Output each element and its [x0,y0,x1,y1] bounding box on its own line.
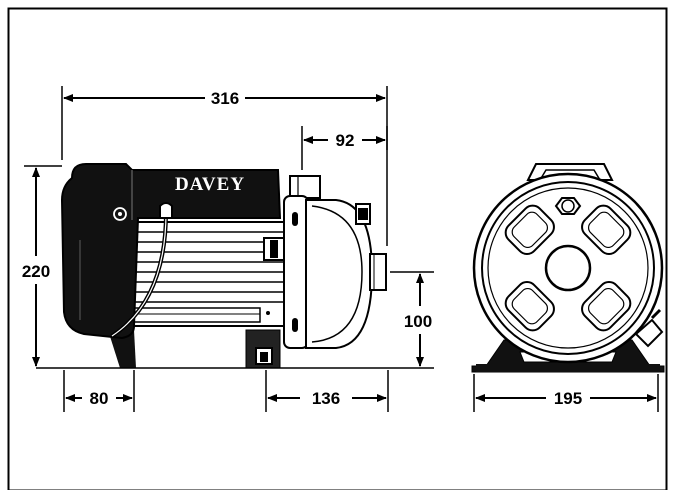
motor-foot [108,330,136,368]
front-cable [634,318,664,348]
drawing-frame [7,7,668,490]
motor-shroud [60,163,282,340]
dim-label-80: 80 [90,389,109,408]
cover-lobes [504,204,632,332]
dimension-overall-width: 195 [473,374,659,412]
pump-side-view: DAVEY [60,163,387,369]
shroud-screw [113,207,127,221]
pump-front-view [471,163,665,373]
pump-housing [283,175,387,349]
dimension-outlet-height: 100 [390,271,434,369]
priming-plug [554,197,582,215]
dim-label-136: 136 [312,389,340,408]
brand-logo: DAVEY [175,174,245,195]
dim-label-220: 220 [22,262,50,281]
dim-label-100: 100 [404,312,432,331]
dimension-overall-height: 220 [22,165,62,367]
centre-outlet [544,244,592,292]
dimension-foot-to-front: 136 [265,370,389,412]
pump-outlet [369,253,387,291]
motor-fins [125,221,287,327]
dimension-foot-to-end: 80 [63,370,135,412]
dim-label-92: 92 [336,131,355,150]
cable-gland [159,202,173,219]
dimension-inlet-offset: 92 [301,126,388,246]
dim-label-316: 316 [211,89,239,108]
dim-label-195: 195 [554,389,582,408]
